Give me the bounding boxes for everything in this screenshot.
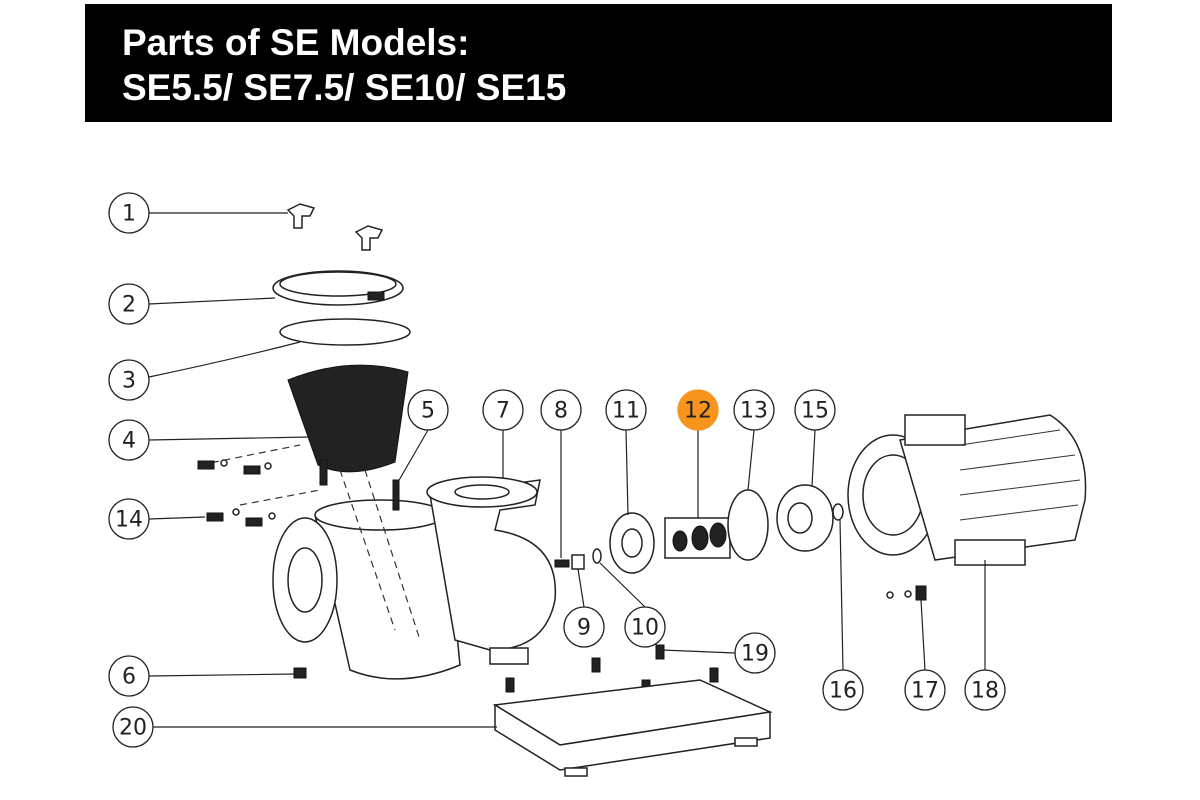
callout-label: 1 [122, 202, 136, 227]
callout-label: 12 [684, 399, 712, 424]
callout-label: 20 [119, 716, 147, 741]
callout-part-9: 9 [563, 606, 605, 648]
pump-housing [199, 444, 557, 680]
drain-plug [293, 667, 307, 679]
strainer-lid [272, 270, 404, 306]
base-frame [492, 679, 773, 777]
impeller [609, 512, 655, 574]
callout-part-17: 17 [904, 669, 946, 711]
seal-plate [776, 484, 834, 552]
callout-label: 11 [612, 399, 640, 424]
callout-label: 5 [421, 399, 435, 424]
callout-part-1: 1 [108, 192, 150, 234]
callout-part-5: 5 [407, 389, 449, 431]
callout-circle [540, 389, 582, 431]
callout-circle [482, 389, 524, 431]
slinger [832, 503, 844, 521]
callout-circle [108, 192, 150, 234]
motor-bolts [886, 585, 927, 601]
callout-label: 19 [741, 642, 769, 667]
callout-label: 16 [829, 679, 857, 704]
callout-part-10: 10 [624, 606, 666, 648]
motor [847, 414, 1087, 566]
diffuser-pin [392, 479, 400, 511]
callout-circle [677, 389, 719, 431]
impeller-screw [554, 559, 570, 568]
callout-label: 6 [122, 665, 136, 690]
callout-label: 18 [971, 679, 999, 704]
leader-lines [148, 212, 986, 728]
callout-circle [605, 389, 647, 431]
callout-label: 9 [577, 616, 591, 641]
title-line-1: Parts of SE Models: [122, 22, 470, 63]
callout-circle [112, 706, 154, 748]
lid-knobs [286, 203, 384, 251]
callout-circle [108, 359, 150, 401]
callout-circle [108, 283, 150, 325]
seal-plate-o-ring [727, 489, 769, 561]
washer [592, 548, 602, 564]
callout-circle [733, 389, 775, 431]
callout-part-2: 2 [108, 283, 150, 325]
callout-circle [964, 669, 1006, 711]
callout-circle [822, 669, 864, 711]
callout-label: 8 [554, 399, 568, 424]
housing-bolts [197, 459, 276, 527]
callout-part-3: 3 [108, 359, 150, 401]
callout-circle [904, 669, 946, 711]
callout-part-12: 12 [677, 389, 719, 431]
callout-circle [624, 606, 666, 648]
callout-part-16: 16 [822, 669, 864, 711]
callout-part-19: 19 [734, 632, 776, 674]
callout-part-11: 11 [605, 389, 647, 431]
callout-part-8: 8 [540, 389, 582, 431]
callout-circle [407, 389, 449, 431]
callout-circle [108, 498, 150, 540]
callout-part-14: 14 [108, 498, 150, 540]
callout-part-18: 18 [964, 669, 1006, 711]
lid-o-ring [279, 318, 411, 346]
title-banner: Parts of SE Models: SE5.5/ SE7.5/ SE10/ … [85, 4, 1112, 122]
callout-circle [734, 632, 776, 674]
impeller-nut [571, 554, 585, 570]
callout-label: 17 [911, 679, 939, 704]
callout-circle [794, 389, 836, 431]
callout-part-20: 20 [112, 706, 154, 748]
callout-part-13: 13 [733, 389, 775, 431]
title-line-2: SE5.5/ SE7.5/ SE10/ SE15 [122, 67, 567, 108]
callout-label: 4 [122, 429, 136, 454]
callout-label: 13 [740, 399, 768, 424]
callout-label: 3 [122, 369, 136, 394]
strainer-basket [287, 364, 409, 486]
mechanical-seal [664, 517, 731, 559]
callout-label: 7 [496, 399, 510, 424]
callout-circle [108, 655, 150, 697]
callout-circle [563, 606, 605, 648]
callout-label: 10 [631, 616, 659, 641]
callout-part-4: 4 [108, 419, 150, 461]
callout-circle [108, 419, 150, 461]
callout-label: 14 [115, 508, 143, 533]
callout-label: 2 [122, 293, 136, 318]
callout-part-7: 7 [482, 389, 524, 431]
callout-part-15: 15 [794, 389, 836, 431]
callout-label: 15 [801, 399, 829, 424]
callout-part-6: 6 [108, 655, 150, 697]
